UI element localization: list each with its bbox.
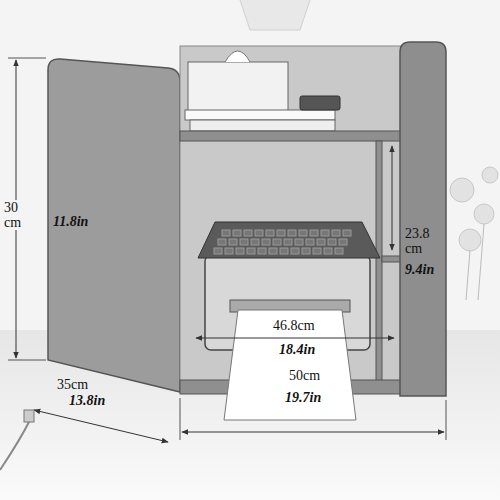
dimension-line [182,432,444,433]
tissue-box [188,62,288,112]
dimension-line [34,410,168,442]
book [190,120,335,131]
dimension-label: 23.8 cm [404,226,444,256]
dimension-label: 9.4in [404,262,435,277]
shelf-board [180,131,402,141]
dimension-label: 46.8cm [272,318,316,333]
printer [198,222,380,350]
dimension-label: 35cm [56,377,89,392]
dimension-label: 50cm [288,368,321,383]
book [185,110,335,120]
paper-sheet [224,310,356,420]
dimension-label: 13.8in [68,393,106,408]
dimension-label: 30 cm [3,200,31,230]
phone [300,96,340,110]
side-panel [400,42,446,396]
dimension-label: 11.8in [52,214,89,229]
dimension-label: 19.7in [284,390,322,405]
side-panel [48,59,180,392]
dimension-line [196,338,394,339]
dimension-label: 18.4in [278,342,316,357]
plant-decoration [450,167,498,300]
